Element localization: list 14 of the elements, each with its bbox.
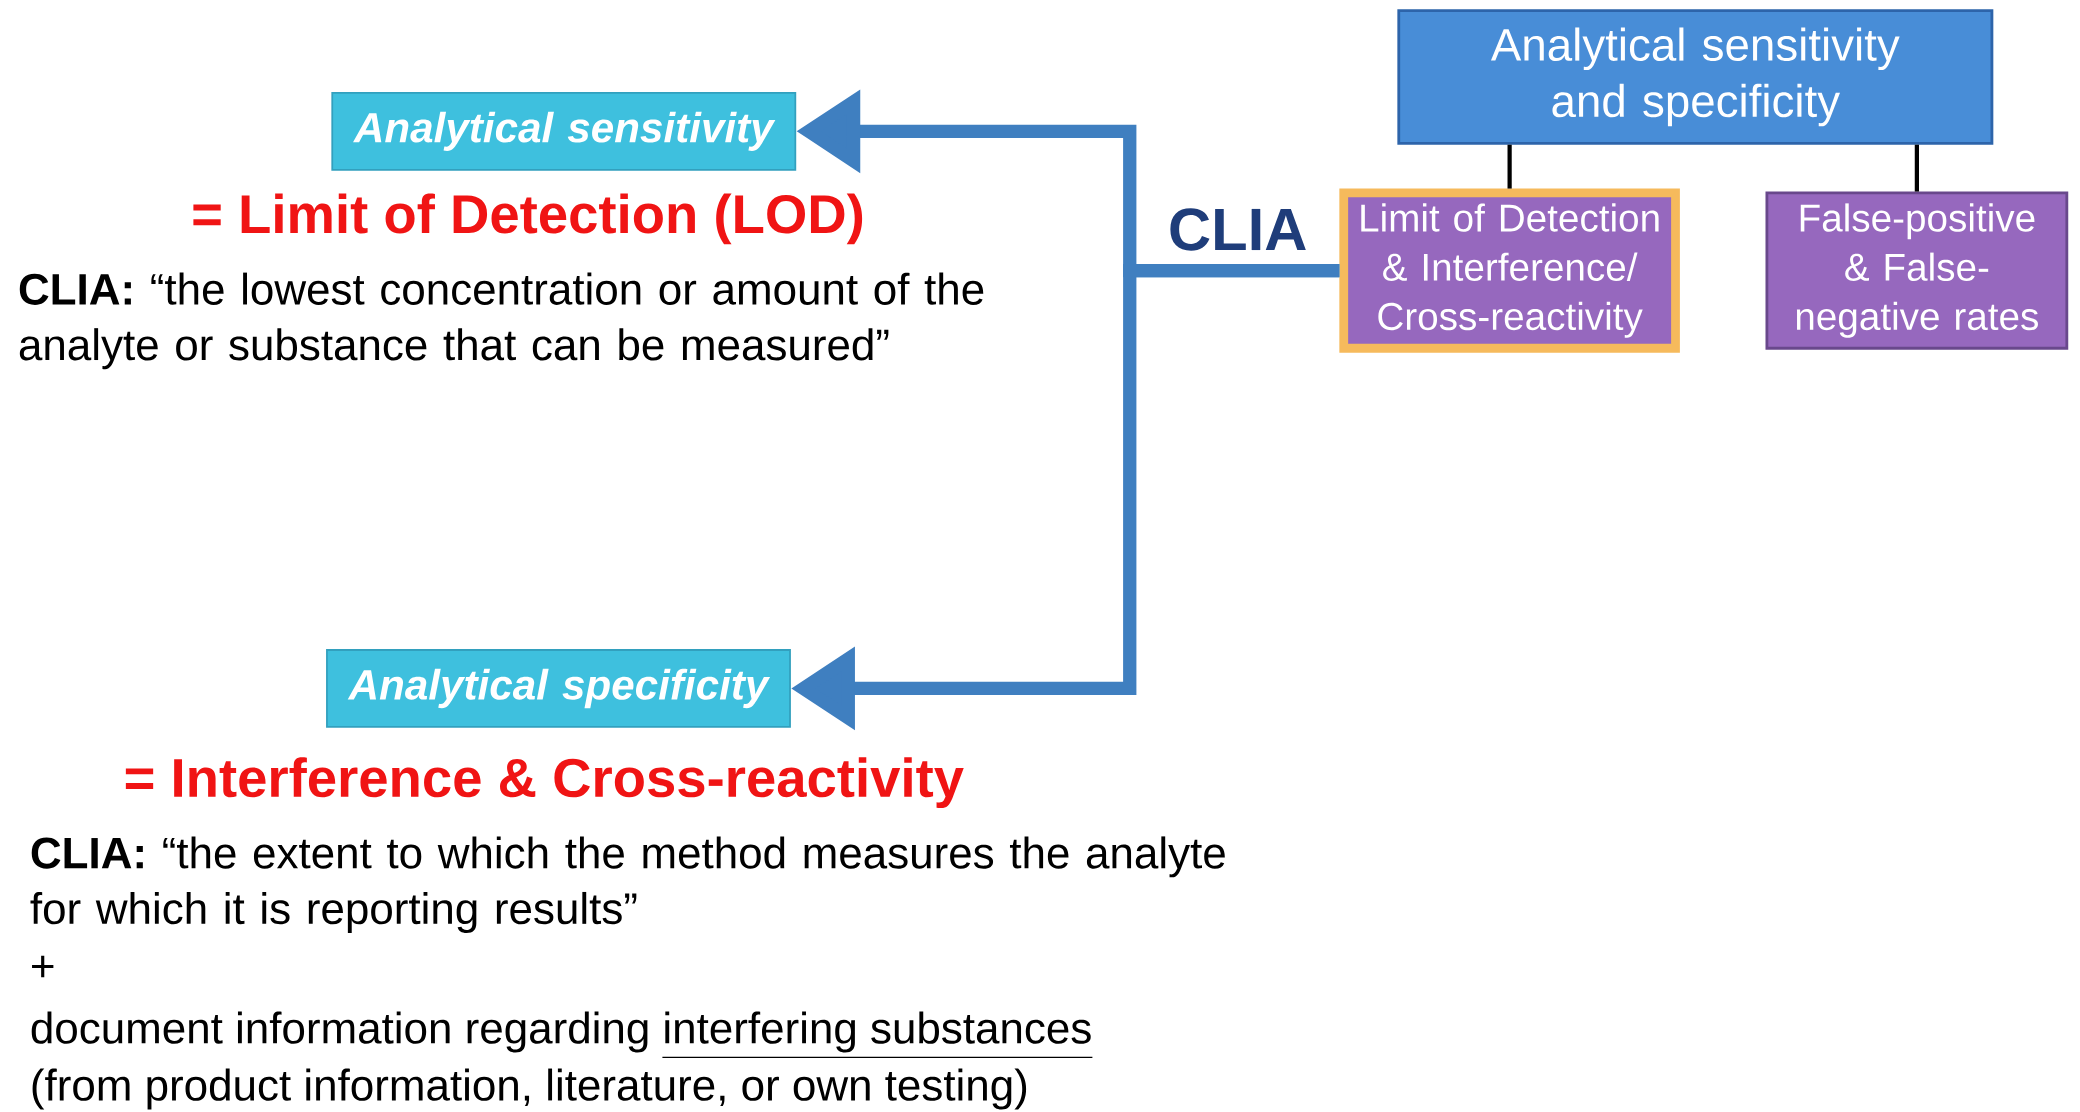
definition-text: document information regarding (31, 1011, 648, 1053)
connector-line (1507, 144, 1512, 189)
definition-text: (from product information, literature, or own testing) (32, 1068, 1027, 1110)
term-box: Analytical sensitivity (331, 92, 797, 171)
category-box: False-positive & False-negative rates (1765, 191, 2069, 350)
category-box: Analytical sensitivity and specificity (1397, 9, 1994, 145)
underlined-text: interfering substances (661, 1011, 1094, 1059)
edge-label: CLIA (1164, 205, 1311, 255)
category-box: Limit of Detection & Interference/ Cross-reactivity (1339, 188, 1680, 353)
connector-line (1914, 144, 1919, 192)
definition-text: CLIA: “the lowest concentration or amount of the analyte or substance that can be measured” (19, 272, 984, 370)
definition-text: CLIA: “the extent to which the method measures the analyte for which it is reporting results” (30, 836, 1225, 934)
definition-text: + (32, 956, 54, 978)
term-box: Analytical specificity (326, 649, 791, 728)
